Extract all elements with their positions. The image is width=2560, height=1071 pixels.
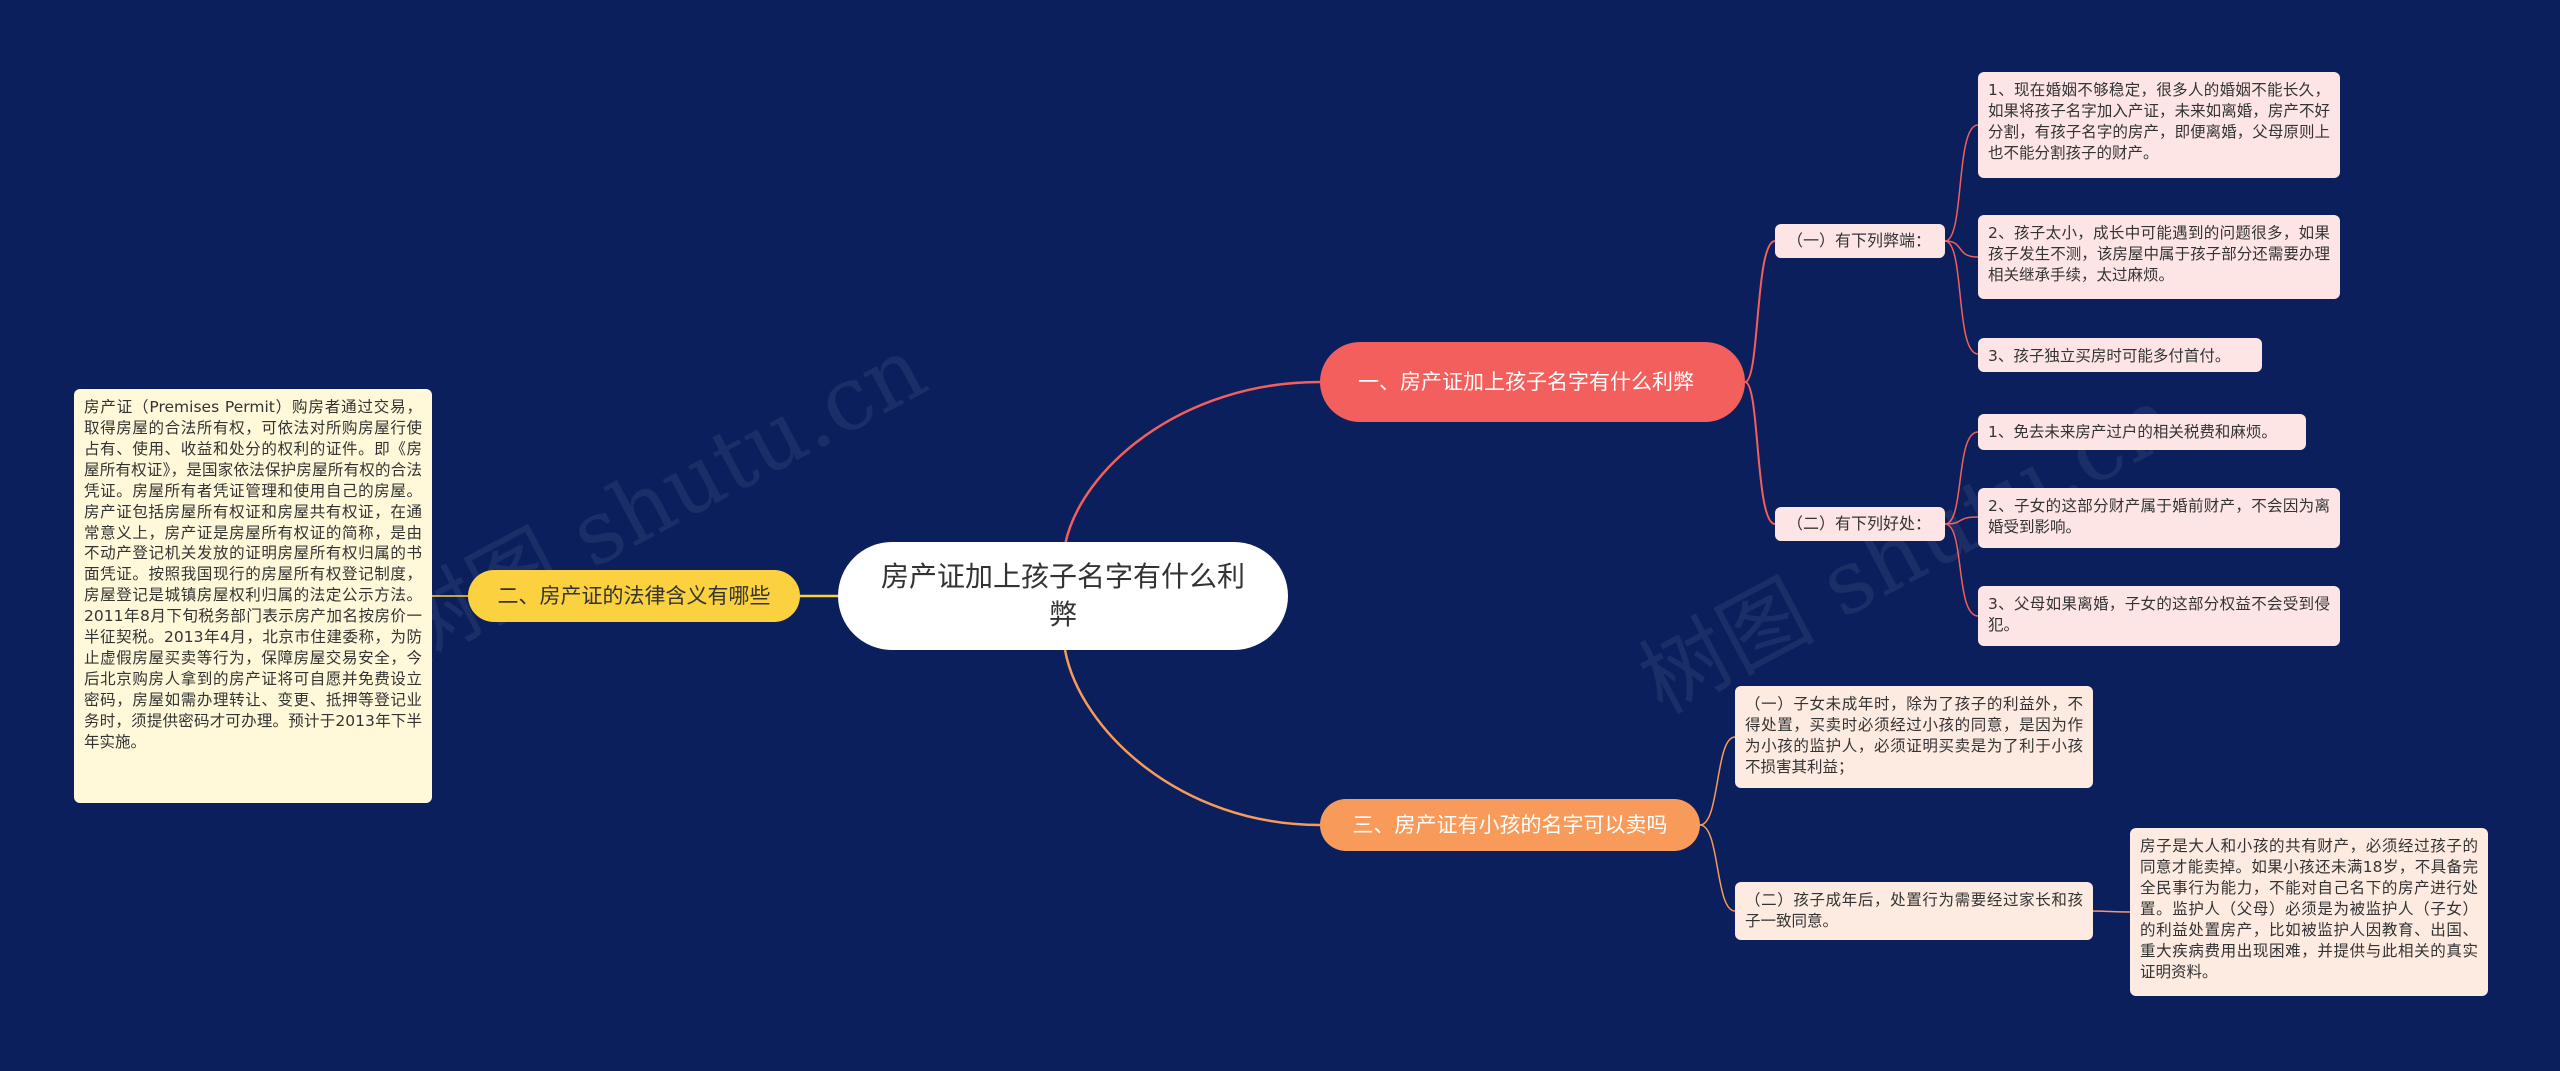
benefit-leaf-1[interactable]: 1、免去未来房产过户的相关税费和麻烦。	[1978, 414, 2306, 450]
drawback-leaf-2-text: 2、孩子太小，成长中可能遇到的问题很多，如果孩子发生不测，该房屋中属于孩子部分还…	[1988, 224, 2330, 284]
can-sell-leaf-1-text: （一）子女未成年时，除为了孩子的利益外，不得处置，买卖时必须经过小孩的同意，是因…	[1745, 695, 2083, 776]
link-leaf2-child	[2089, 910, 2131, 913]
link-b1-sub2	[1744, 381, 1776, 525]
link-b1-sub1	[1744, 240, 1776, 383]
branch-can-sell[interactable]: 三、房产证有小孩的名字可以卖吗	[1320, 799, 1700, 851]
drawback-leaf-1[interactable]: 1、现在婚姻不够稳定，很多人的婚姻不能长久，如果将孩子名字加入产证，未来如离婚，…	[1978, 72, 2340, 178]
benefit-leaf-1-text: 1、免去未来房产过户的相关税费和麻烦。	[1988, 423, 2277, 441]
sub-benefits[interactable]: （二）有下列好处：	[1775, 507, 1945, 541]
drawback-leaf-3[interactable]: 3、孩子独立买房时可能多付首付。	[1978, 338, 2262, 372]
sub-drawbacks-label: （一）有下列弊端：	[1787, 231, 1932, 251]
branch-can-sell-label: 三、房产证有小孩的名字可以卖吗	[1352, 812, 1668, 837]
can-sell-leaf-2[interactable]: （二）孩子成年后，处置行为需要经过家长和孩子一致同意。	[1735, 882, 2093, 940]
benefit-leaf-3[interactable]: 3、父母如果离婚，子女的这部分权益不会受到侵犯。	[1978, 586, 2340, 646]
branch-legal-meaning-label: 二、房产证的法律含义有哪些	[497, 583, 771, 608]
drawback-leaf-1-text: 1、现在婚姻不够稳定，很多人的婚姻不能长久，如果将孩子名字加入产证，未来如离婚，…	[1988, 81, 2330, 162]
benefit-leaf-2[interactable]: 2、子女的这部分财产属于婚前财产，不会因为离婚受到影响。	[1978, 488, 2340, 548]
link-sub2-leaf2	[1944, 516, 1979, 525]
can-sell-leaf-2-text: （二）孩子成年后，处置行为需要经过家长和孩子一致同意。	[1745, 891, 2083, 930]
can-sell-leaf-2-child[interactable]: 房子是大人和小孩的共有财产，必须经过孩子的同意才能卖掉。如果小孩还未满18岁，不…	[2130, 828, 2488, 996]
link-sub1-leaf2	[1944, 240, 1979, 258]
root-node[interactable]: 房产证加上孩子名字有什么利弊	[838, 542, 1288, 650]
link-root-b3	[1063, 649, 1321, 827]
link-root-b1	[1063, 380, 1321, 546]
sub-benefits-label: （二）有下列好处：	[1787, 514, 1932, 534]
branch-legal-meaning[interactable]: 二、房产证的法律含义有哪些	[468, 570, 800, 622]
link-b3-leaf2	[1699, 824, 1736, 912]
link-sub1-leaf1	[1944, 124, 1979, 242]
branch-pros-cons[interactable]: 一、房产证加上孩子名字有什么利弊	[1320, 342, 1745, 422]
drawback-leaf-2[interactable]: 2、孩子太小，成长中可能遇到的问题很多，如果孩子发生不测，该房屋中属于孩子部分还…	[1978, 215, 2340, 299]
sub-drawbacks[interactable]: （一）有下列弊端：	[1775, 224, 1945, 258]
benefit-leaf-2-text: 2、子女的这部分财产属于婚前财产，不会因为离婚受到影响。	[1988, 497, 2330, 536]
can-sell-leaf-1[interactable]: （一）子女未成年时，除为了孩子的利益外，不得处置，买卖时必须经过小孩的同意，是因…	[1735, 686, 2093, 788]
link-b3-leaf1	[1699, 736, 1736, 826]
root-label: 房产证加上孩子名字有什么利弊	[880, 560, 1245, 631]
link-sub1-leaf3	[1944, 240, 1979, 355]
legal-meaning-leaf-text: 房产证（Premises Permit）购房者通过交易，取得房屋的合法所有权，可…	[84, 398, 422, 751]
drawback-leaf-3-text: 3、孩子独立买房时可能多付首付。	[1988, 347, 2231, 365]
branch-pros-cons-label: 一、房产证加上孩子名字有什么利弊	[1358, 369, 1694, 394]
legal-meaning-leaf[interactable]: 房产证（Premises Permit）购房者通过交易，取得房屋的合法所有权，可…	[74, 389, 432, 803]
link-sub2-leaf1	[1944, 431, 1979, 525]
benefit-leaf-3-text: 3、父母如果离婚，子女的这部分权益不会受到侵犯。	[1988, 595, 2330, 634]
can-sell-leaf-2-child-text: 房子是大人和小孩的共有财产，必须经过孩子的同意才能卖掉。如果小孩还未满18岁，不…	[2140, 837, 2478, 981]
link-sub2-leaf3	[1944, 523, 1979, 617]
